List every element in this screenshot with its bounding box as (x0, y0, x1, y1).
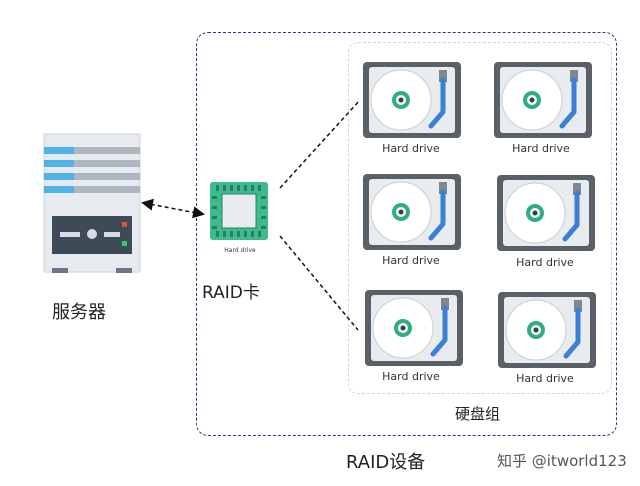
server-icon (43, 133, 141, 273)
server-label: 服务器 (52, 302, 106, 323)
hard-drive-label-5: Hard drive (382, 370, 440, 383)
hard-drive-label-6: Hard drive (516, 372, 574, 385)
raid-card-label: RAID卡 (202, 283, 260, 303)
disk-group-boundary (348, 42, 612, 394)
disk-group-label: 硬盘组 (455, 405, 501, 423)
raid-device-label: RAID设备 (346, 452, 426, 473)
hard-drive-label-3: Hard drive (382, 254, 440, 267)
server-raid-link (141, 198, 205, 219)
hard-drive-icon (365, 290, 463, 366)
hard-drive-icon (498, 292, 596, 368)
raid-disk-link-top (279, 99, 361, 189)
raid-card-chip-label: Hard drive (224, 247, 256, 254)
hard-drive-icon (497, 175, 595, 251)
raid-card-chip-icon (210, 182, 268, 240)
raid-device-boundary (196, 32, 617, 436)
hard-drive-label-2: Hard drive (512, 142, 570, 155)
hard-drive-icon (363, 62, 461, 138)
raid-disk-link-bottom (279, 235, 359, 331)
hard-drive-icon (363, 174, 461, 250)
watermark-text: 知乎 @itworld123 (497, 452, 627, 470)
hard-drive-label-1: Hard drive (382, 142, 440, 155)
hard-drive-icon (494, 62, 592, 138)
hard-drive-label-4: Hard drive (516, 256, 574, 269)
